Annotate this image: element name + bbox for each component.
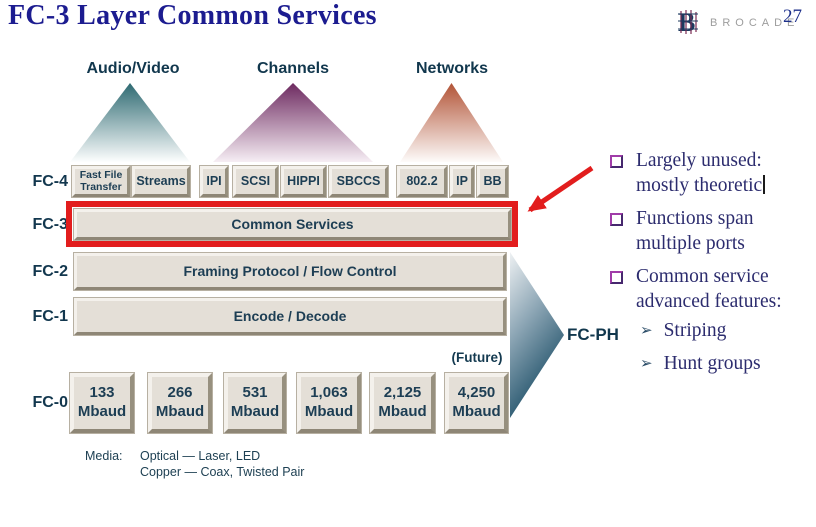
fc0-value: 4,250	[457, 384, 496, 402]
sub-bullet-arrow-icon: ➢	[640, 354, 653, 372]
bullet-text: Functions span multiple ports	[636, 206, 754, 256]
media-copper-line: Copper — Coax, Twisted Pair	[140, 465, 305, 479]
sub-bullet-arrow-icon: ➢	[640, 321, 653, 339]
channels-triangle	[213, 83, 373, 162]
fc0-value: 531	[242, 384, 268, 402]
fc0-value: 1,063	[310, 384, 348, 402]
fc0-box-266: 266 Mbaud	[148, 373, 212, 433]
triangle-label-audio-video: Audio/Video	[86, 60, 180, 77]
fc1-label: FC-1	[32, 307, 68, 325]
bullet-line: advanced features:	[636, 291, 782, 312]
fc4-box-fast-file-transfer: Fast File Transfer	[72, 166, 130, 197]
fc0-unit: Mbaud	[378, 403, 427, 420]
fc4-box-sbccs: SBCCS	[329, 166, 388, 197]
fc0-unit: Mbaud	[452, 403, 501, 420]
bullet-text: Common service advanced features:	[636, 264, 782, 314]
fcph-label: FC-PH	[567, 325, 619, 344]
bullet-line: Common service	[636, 266, 769, 287]
future-note: (Future)	[451, 350, 503, 365]
square-bullet-icon	[610, 213, 623, 226]
fc1-box-encode-decode: Encode / Decode	[74, 298, 506, 335]
slide-page-number: 27	[783, 6, 802, 27]
fc0-value: 133	[89, 384, 115, 402]
fc0-value: 266	[167, 384, 193, 402]
audio-video-triangle	[70, 83, 190, 162]
fc4-box-streams: Streams	[132, 166, 190, 197]
fc0-unit: Mbaud	[155, 403, 205, 420]
sub-bullet-text: Striping	[663, 320, 727, 341]
fc0-box-531: 531 Mbaud	[224, 373, 286, 433]
fc4-box-8022: 802.2	[397, 166, 447, 197]
brocade-logo-icon: B	[678, 8, 698, 35]
sub-bullet-text: Hunt groups	[663, 353, 761, 374]
fc4-box-ip: IP	[450, 166, 474, 197]
red-arrow-annotation	[527, 165, 594, 213]
bullet-text-box[interactable]: Largely unused: mostly theoretic Functio…	[607, 148, 813, 384]
fc4-label: FC-4	[32, 172, 68, 190]
fc2-label: FC-2	[32, 262, 68, 280]
fc3-label: FC-3	[32, 215, 68, 233]
brand-area: B BROCADE	[676, 8, 799, 35]
fc0-unit: Mbaud	[77, 403, 127, 420]
bullet-text: Largely unused: mostly theoretic	[636, 148, 766, 198]
bullet-line: Largely unused:	[636, 150, 762, 171]
fc3-highlight-box	[66, 201, 518, 247]
square-bullet-icon	[610, 271, 623, 284]
bullet-line: mostly theoretic	[636, 175, 763, 196]
fcph-arrow	[510, 252, 564, 418]
fc0-value: 2,125	[383, 384, 422, 402]
fc0-box-1063: 1,063 Mbaud	[297, 373, 361, 433]
bullet-line: Functions span	[636, 208, 754, 229]
triangle-label-networks: Networks	[415, 60, 489, 77]
list-item: Functions span multiple ports	[607, 206, 813, 256]
fc0-label: FC-0	[32, 394, 68, 411]
square-bullet-icon	[610, 155, 623, 168]
sub-list-item: ➢ Striping	[640, 318, 813, 343]
bullet-line: multiple ports	[636, 233, 745, 254]
fc4-box-bb: BB	[477, 166, 508, 197]
media-label: Media:	[85, 449, 123, 463]
fc0-box-133: 133 Mbaud	[70, 373, 134, 433]
fc3-box-common-services: Common Services	[74, 209, 511, 240]
fc4-box-ipi: IPI	[200, 166, 228, 197]
fc4-box-scsi: SCSI	[233, 166, 278, 197]
media-optical-line: Optical — Laser, LED	[140, 449, 261, 463]
triangle-label-channels: Channels	[256, 60, 329, 77]
list-item: Largely unused: mostly theoretic	[607, 148, 813, 198]
fc4-box-hippi: HIPPI	[281, 166, 326, 197]
brand-name: BROCADE	[710, 16, 800, 29]
list-item: Common service advanced features:	[607, 264, 813, 314]
sub-list-item: ➢ Hunt groups	[640, 351, 813, 376]
page-title: FC-3 Layer Common Services	[8, 0, 377, 31]
networks-triangle	[400, 83, 503, 162]
fc0-unit: Mbaud	[304, 403, 354, 420]
fc0-unit: Mbaud	[230, 403, 280, 420]
text-cursor	[763, 175, 766, 194]
fc2-box-framing-protocol: Framing Protocol / Flow Control	[74, 253, 506, 290]
fc0-box-2125: 2,125 Mbaud	[370, 373, 435, 433]
fc0-box-4250: 4,250 Mbaud	[445, 373, 508, 433]
